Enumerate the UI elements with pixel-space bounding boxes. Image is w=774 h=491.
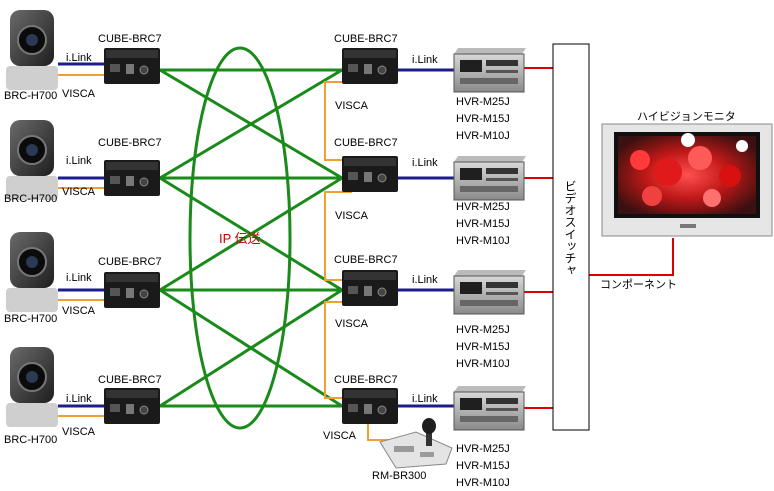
joystick-controller <box>379 418 453 469</box>
video-cables <box>524 67 674 409</box>
converter-right-4 <box>342 388 398 424</box>
camera-1 <box>6 10 58 90</box>
ilink-label-right-4: i.Link <box>412 393 438 405</box>
visca-label-right-3: VISCA <box>335 318 369 330</box>
deck-2 <box>453 156 526 201</box>
video-switcher-label: ビデオスイッチャ <box>563 180 577 276</box>
right-ilink-cables <box>398 68 454 408</box>
visca-label-left-4: VISCA <box>62 426 96 438</box>
visca-label-left-2: VISCA <box>62 186 96 198</box>
converter-label-right-3: CUBE-BRC7 <box>334 254 398 266</box>
converter-label-right-2: CUBE-BRC7 <box>334 137 398 149</box>
visca-label-right-4: VISCA <box>323 430 357 442</box>
camera-3 <box>6 232 58 312</box>
camera-label-2: BRC-H700 <box>4 193 58 205</box>
converter-left-3 <box>104 272 160 308</box>
ip-transmission-label: IP 伝送 <box>219 231 261 246</box>
deck-2-model-2: HVR-M15J <box>456 218 510 230</box>
ilink-label-left-2: i.Link <box>66 155 92 167</box>
deck-1-model-2: HVR-M15J <box>456 113 510 125</box>
converter-label-right-4: CUBE-BRC7 <box>334 374 398 386</box>
deck-3 <box>453 270 526 315</box>
deck-3-model-3: HVR-M10J <box>456 358 510 370</box>
ilink-label-right-3: i.Link <box>412 274 438 286</box>
visca-label-right-1: VISCA <box>335 100 369 112</box>
monitor-label: ハイビジョンモニタ <box>637 111 736 123</box>
ilink-label-left-4: i.Link <box>66 393 92 405</box>
deck-1-model-3: HVR-M10J <box>456 130 510 142</box>
ilink-label-right-2: i.Link <box>412 157 438 169</box>
deck-2-model-1: HVR-M25J <box>456 201 510 213</box>
ip-network <box>159 46 343 430</box>
converter-label-left-3: CUBE-BRC7 <box>98 256 162 268</box>
ilink-label-left-1: i.Link <box>66 52 92 64</box>
converter-label-left-1: CUBE-BRC7 <box>98 33 162 45</box>
converter-label-right-1: CUBE-BRC7 <box>334 33 398 45</box>
camera-label-1: BRC-H700 <box>4 90 58 102</box>
left-ilink-cables <box>58 62 104 408</box>
hd-monitor <box>601 123 773 237</box>
camera-4 <box>6 347 58 427</box>
deck-4 <box>453 386 526 431</box>
converter-left-1 <box>104 48 160 84</box>
converter-right-2 <box>342 156 398 192</box>
deck-4-model-3: HVR-M10J <box>456 477 510 489</box>
deck-3-model-2: HVR-M15J <box>456 341 510 353</box>
controller-label: RM-BR300 <box>372 470 427 482</box>
converter-label-left-2: CUBE-BRC7 <box>98 137 162 149</box>
ilink-label-left-3: i.Link <box>66 272 92 284</box>
converter-label-left-4: CUBE-BRC7 <box>98 374 162 386</box>
visca-label-left-3: VISCA <box>62 305 96 317</box>
camera-label-3: BRC-H700 <box>4 313 58 325</box>
left-visca-cables <box>58 74 104 417</box>
camera-2 <box>6 120 58 200</box>
converter-left-4 <box>104 388 160 424</box>
video-switcher <box>552 43 590 431</box>
deck-4-model-2: HVR-M15J <box>456 460 510 472</box>
converter-right-1 <box>342 48 398 84</box>
deck-1-model-1: HVR-M25J <box>456 96 510 108</box>
visca-label-right-2: VISCA <box>335 210 369 222</box>
component-label: コンポーネント <box>600 279 677 291</box>
visca-label-left-1: VISCA <box>62 88 96 100</box>
deck-2-model-3: HVR-M10J <box>456 235 510 247</box>
deck-3-model-1: HVR-M25J <box>456 324 510 336</box>
ilink-label-right-1: i.Link <box>412 54 438 66</box>
converter-left-2 <box>104 160 160 196</box>
deck-1 <box>453 48 526 93</box>
camera-label-4: BRC-H700 <box>4 434 58 446</box>
deck-4-model-1: HVR-M25J <box>456 443 510 455</box>
converter-right-3 <box>342 270 398 306</box>
